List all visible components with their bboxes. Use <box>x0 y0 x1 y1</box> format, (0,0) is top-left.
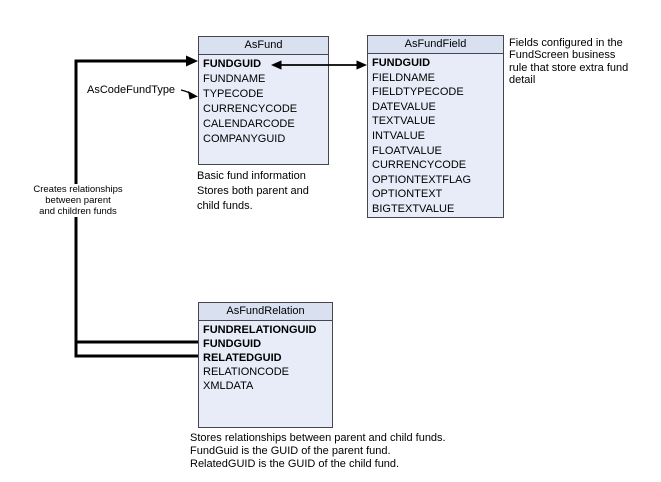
label-creates-relationships: Creates relationships between parent and… <box>28 184 128 217</box>
caption-asfund: Basic fund information Stores both paren… <box>197 170 309 212</box>
table-field: CALENDARCODE <box>203 118 295 130</box>
table-field: RELATIONCODE <box>203 366 289 378</box>
table-field: FUNDGUID <box>372 57 431 69</box>
table-field: FIELDNAME <box>372 71 435 84</box>
caption-asfundrelation: Stores relationships between parent and … <box>190 432 446 471</box>
table-field: OPTIONTEXTFLAG <box>372 173 472 186</box>
table-field: COMPANYGUID <box>203 133 286 145</box>
table-asfund: AsFund FUNDGUID FUNDNAME TYPECODE CURRENCYC… <box>198 36 329 165</box>
table-asfund-field-list: FUNDGUID FUNDNAME TYPECODE CURRENCYCODE CALE… <box>199 55 328 147</box>
table-field: XMLDATA <box>203 380 254 392</box>
table-field: TYPECODE <box>203 88 264 100</box>
table-field: INTVALUE <box>372 129 425 142</box>
table-field: FUNDRELATIONGUID <box>203 324 317 336</box>
table-asfundrelation: AsFundRelation FUNDRELATIONGUID FUNDGUID R… <box>198 302 333 428</box>
table-asfundrelation-title: AsFundRelation <box>199 303 332 321</box>
table-field: OPTIONTEXT <box>372 188 443 201</box>
label-ascodefundtype: AsCodeFundType <box>87 84 176 96</box>
arrow-to-asfund-fundguid <box>76 55 198 67</box>
table-asfundrelation-field-list: FUNDRELATIONGUID FUNDGUID RELATEDGUID RELAT… <box>199 321 332 393</box>
table-field: DATEVALUE <box>372 100 436 113</box>
caption-asfundfield: Fields configured in the FundScreen busi… <box>509 37 629 87</box>
table-field: RELATEDGUID <box>203 352 282 364</box>
table-field: FLOATVALUE <box>372 144 442 157</box>
table-field: CURRENCYCODE <box>372 159 467 172</box>
table-field: CURRENCYCODE <box>203 103 298 115</box>
table-field: FUNDGUID <box>203 58 262 70</box>
table-field: FUNDNAME <box>203 73 266 85</box>
table-asfund-title: AsFund <box>199 37 328 55</box>
table-field: FIELDTYPECODE <box>372 86 464 99</box>
table-field: BIGTEXTVALUE <box>372 202 455 215</box>
arrow-ascodefundtype-typecode <box>180 89 198 100</box>
table-field: TEXTVALUE <box>372 115 436 128</box>
table-asfundfield-title: AsFundField <box>368 36 503 54</box>
table-field: FUNDGUID <box>203 338 262 350</box>
table-asfundfield: AsFundField FUNDGUID FIELDNAME FIELDTYPECO… <box>367 35 504 218</box>
